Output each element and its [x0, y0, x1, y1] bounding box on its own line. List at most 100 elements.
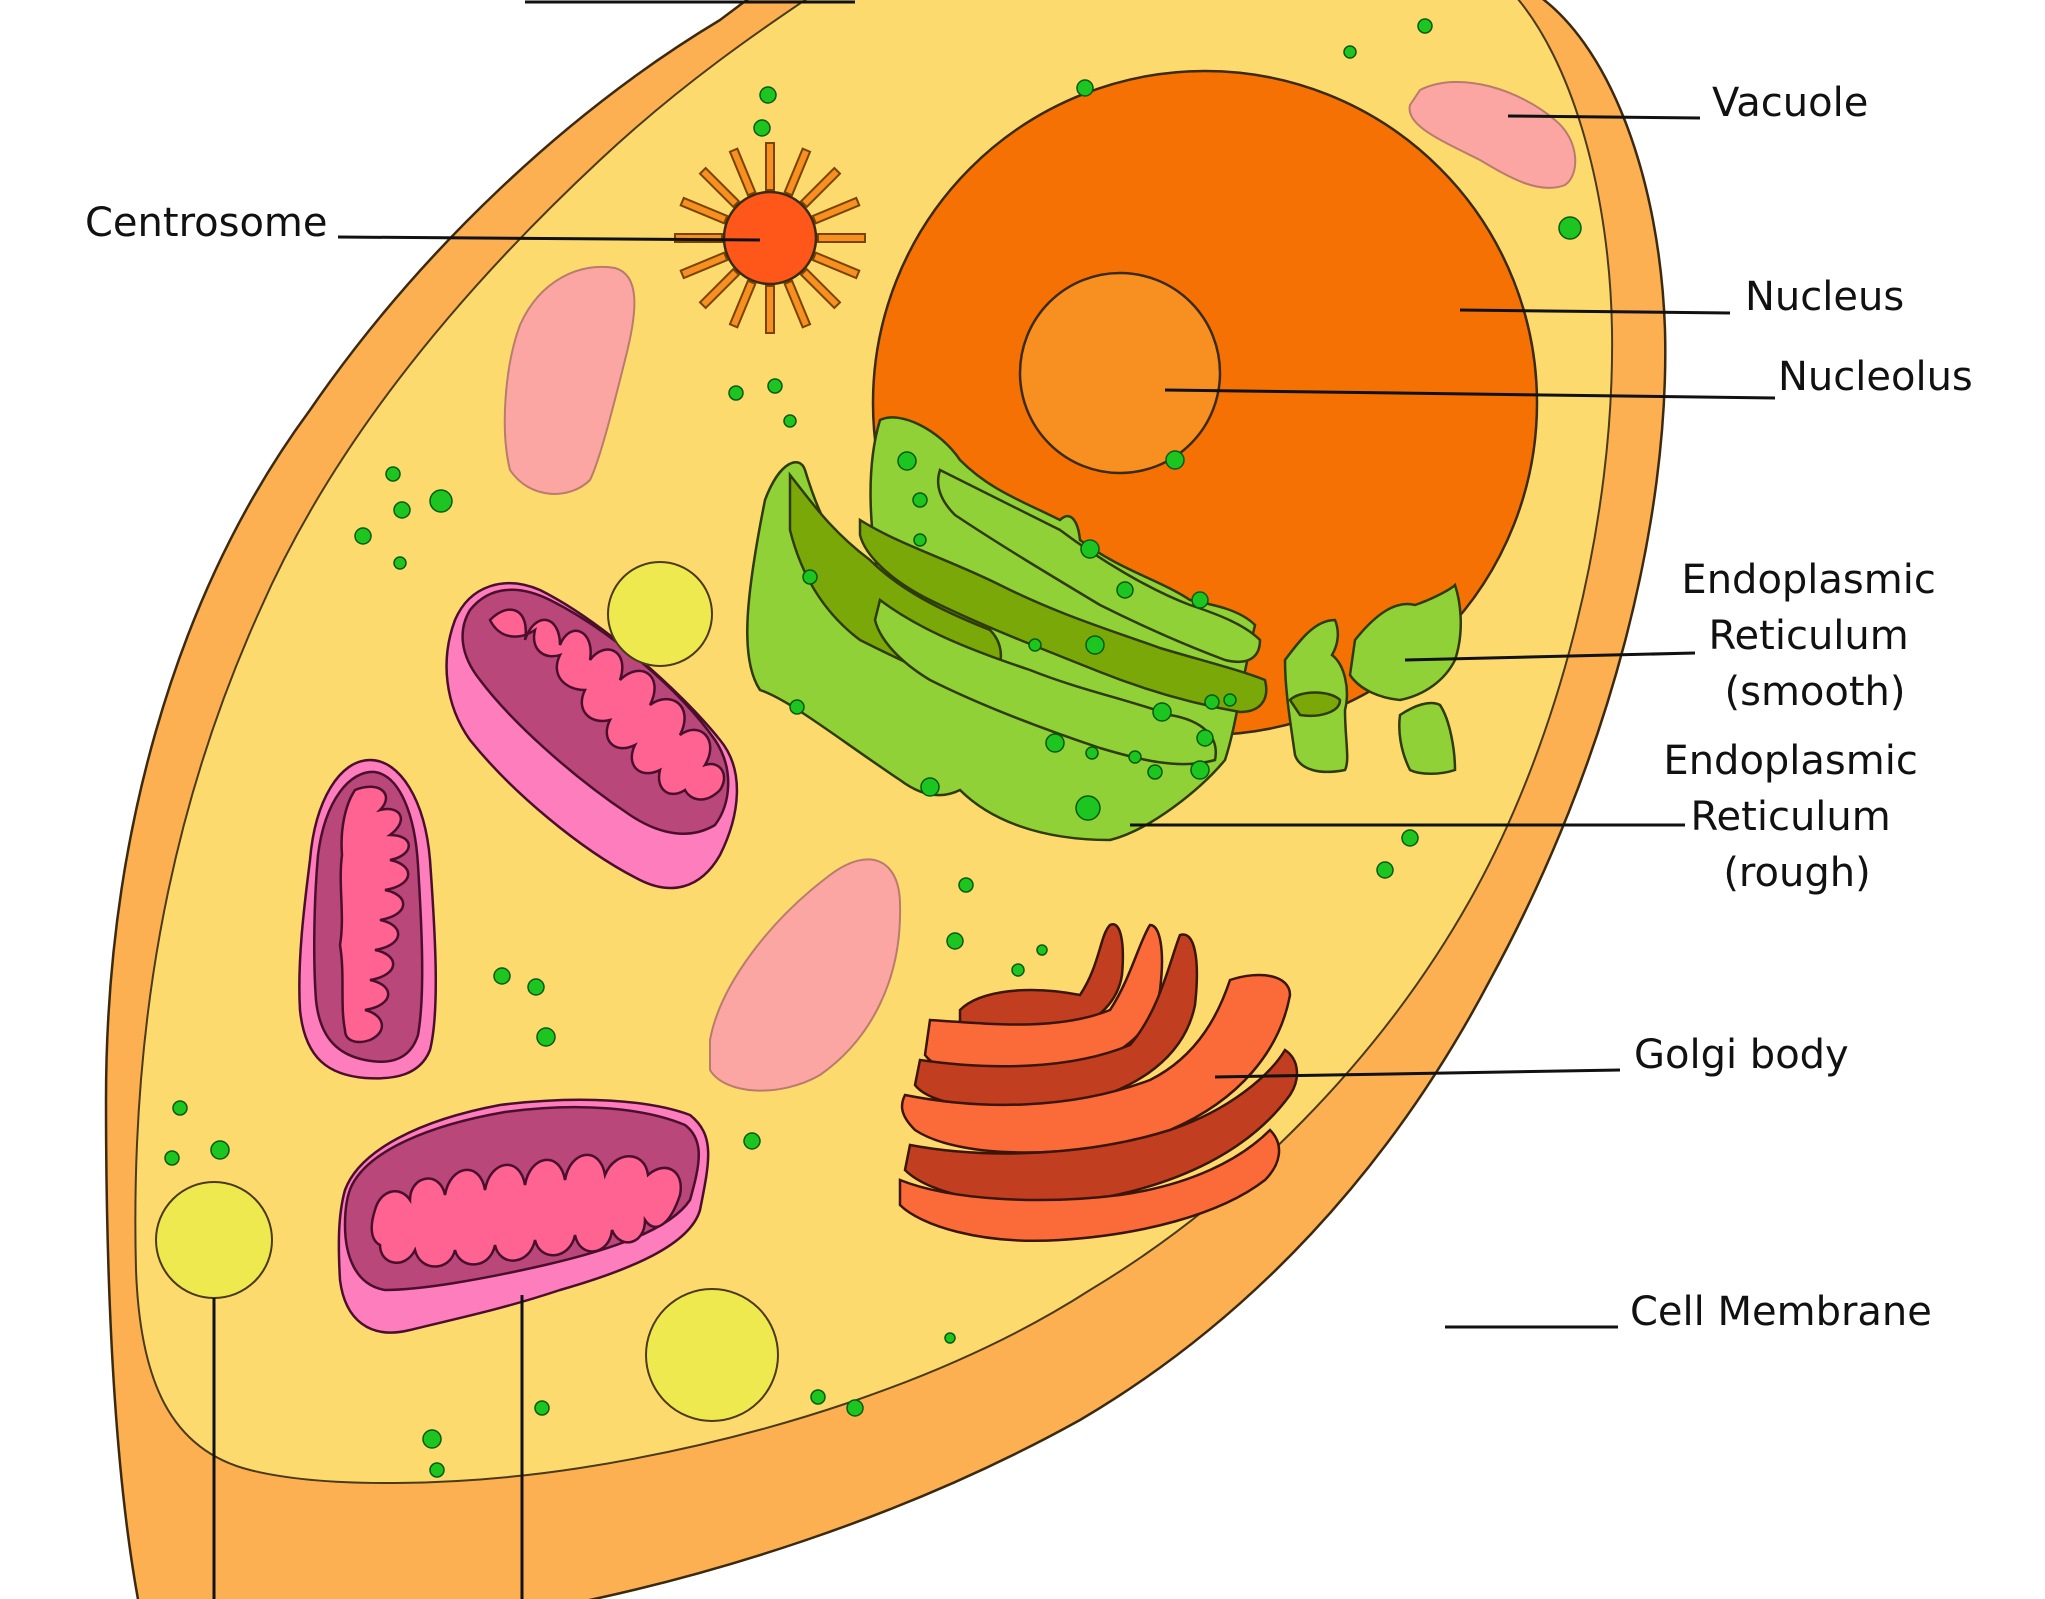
ribosome — [1204, 694, 1220, 710]
ribosome — [1165, 450, 1185, 470]
ribosomes — [164, 18, 1582, 1478]
ribosome — [354, 527, 372, 545]
ribosome — [1045, 733, 1065, 753]
ribosome — [753, 119, 771, 137]
ribosome — [958, 877, 974, 893]
vacuoles — [503, 81, 1577, 1092]
vacuole-center — [709, 858, 902, 1092]
ribosome — [1376, 861, 1394, 879]
leader-nucleus — [1459, 308, 1731, 315]
lysosome-1 — [607, 561, 713, 667]
label-cell-membrane: Cell Membrane — [1630, 1289, 1932, 1335]
leader-lines — [212, 0, 1776, 1599]
centrosome-ray — [817, 233, 866, 243]
ribosome — [1075, 795, 1101, 821]
rough-er-fold-2 — [873, 597, 1218, 766]
vacuole-top-right — [1408, 81, 1577, 189]
ribosome — [1080, 539, 1100, 559]
label-er-smooth-line-3: (smooth) — [1725, 669, 1906, 715]
smooth-er-piece-4 — [1288, 691, 1342, 717]
centrosome-ray — [679, 196, 729, 225]
lysosome-2 — [155, 1181, 273, 1299]
ribosome — [767, 378, 783, 394]
label-nucleolus: Nucleolus — [1778, 354, 1973, 400]
ribosome — [164, 1150, 180, 1166]
ribosome — [1152, 702, 1172, 722]
ribosome — [536, 1027, 556, 1047]
ribosome — [1343, 45, 1357, 59]
ribosome — [393, 556, 407, 570]
centrosome-ray — [728, 279, 757, 329]
rough-er — [746, 416, 1268, 842]
mitochondrion-bottom — [337, 1098, 710, 1334]
label-er-smooth: Endoplasmic Reticulum (smooth) — [1681, 557, 1948, 715]
leader-vacuole — [1507, 114, 1701, 120]
centrosome-ray — [698, 166, 741, 209]
ribosome — [1190, 760, 1210, 780]
ribosome — [1401, 829, 1419, 847]
ribosome — [1147, 764, 1163, 780]
centrosome-ray — [799, 166, 842, 209]
ribosome — [802, 569, 818, 585]
label-er-rough-line-3: (rough) — [1723, 850, 1870, 896]
ribosome — [946, 932, 964, 950]
centrosome-core — [722, 190, 818, 286]
label-er-smooth-line-1: Endoplasmic — [1681, 557, 1935, 603]
mitochondrion-left — [298, 758, 438, 1080]
ribosome — [789, 699, 805, 715]
ribosome — [846, 1399, 864, 1417]
ribosome — [527, 978, 545, 996]
ribosome — [1116, 581, 1134, 599]
label-nucleus: Nucleus — [1745, 274, 1904, 320]
leader-golgi — [1214, 1068, 1621, 1079]
golgi-cisterna-4 — [900, 973, 1292, 1154]
centrosome-ray — [799, 267, 842, 310]
ribosome — [810, 1389, 826, 1405]
ribosome — [172, 1100, 188, 1116]
golgi-cisterna-6 — [898, 1128, 1281, 1242]
centrosome-ray — [783, 147, 812, 197]
ribosome — [429, 1462, 445, 1478]
centrosome-ray — [679, 251, 729, 280]
centrosome-ray — [783, 279, 812, 329]
ribosome — [944, 1332, 956, 1344]
ribosome — [534, 1400, 550, 1416]
label-er-smooth-line-2: Reticulum — [1709, 613, 1909, 659]
ribosome — [393, 501, 411, 519]
label-er-rough-line-1: Endoplasmic — [1663, 738, 1917, 784]
label-centrosome: Centrosome — [85, 200, 328, 246]
mitochondria — [298, 582, 739, 1334]
ribosome — [1223, 693, 1237, 707]
label-vacuole: Vacuole — [1712, 80, 1868, 126]
ribosome — [1128, 750, 1142, 764]
ribosome — [1417, 18, 1433, 34]
lysosome-3 — [645, 1288, 779, 1422]
centrosome-ray — [811, 196, 861, 225]
ribosome — [429, 489, 453, 513]
leader-er-smooth — [1404, 651, 1696, 662]
ribosome — [493, 967, 511, 985]
ribosome — [728, 385, 744, 401]
leader-nucleolus — [1164, 388, 1776, 400]
ribosome — [1085, 746, 1099, 760]
smooth-er-piece-3 — [1398, 701, 1457, 775]
golgi-body — [898, 923, 1299, 1242]
ribosome — [1028, 638, 1042, 652]
label-er-rough: Endoplasmic Reticulum (rough) — [1663, 738, 1930, 896]
mitochondrion-top — [445, 582, 739, 890]
label-er-rough-line-2: Reticulum — [1691, 794, 1891, 840]
ribosome — [210, 1140, 230, 1160]
ribosome — [897, 451, 917, 471]
ribosome — [1085, 635, 1105, 655]
nucleolus — [1018, 271, 1222, 475]
ribosome — [759, 86, 777, 104]
centrosome — [674, 142, 866, 334]
centrosome-ray — [728, 147, 757, 197]
ribosome — [1011, 963, 1025, 977]
centrosome-ray — [765, 285, 775, 334]
vacuole-upper-left — [503, 266, 636, 495]
ribosome — [912, 492, 928, 508]
ribosome — [1036, 944, 1048, 956]
smooth-er-piece-2 — [1348, 582, 1463, 702]
leader-centrosome — [337, 235, 761, 242]
